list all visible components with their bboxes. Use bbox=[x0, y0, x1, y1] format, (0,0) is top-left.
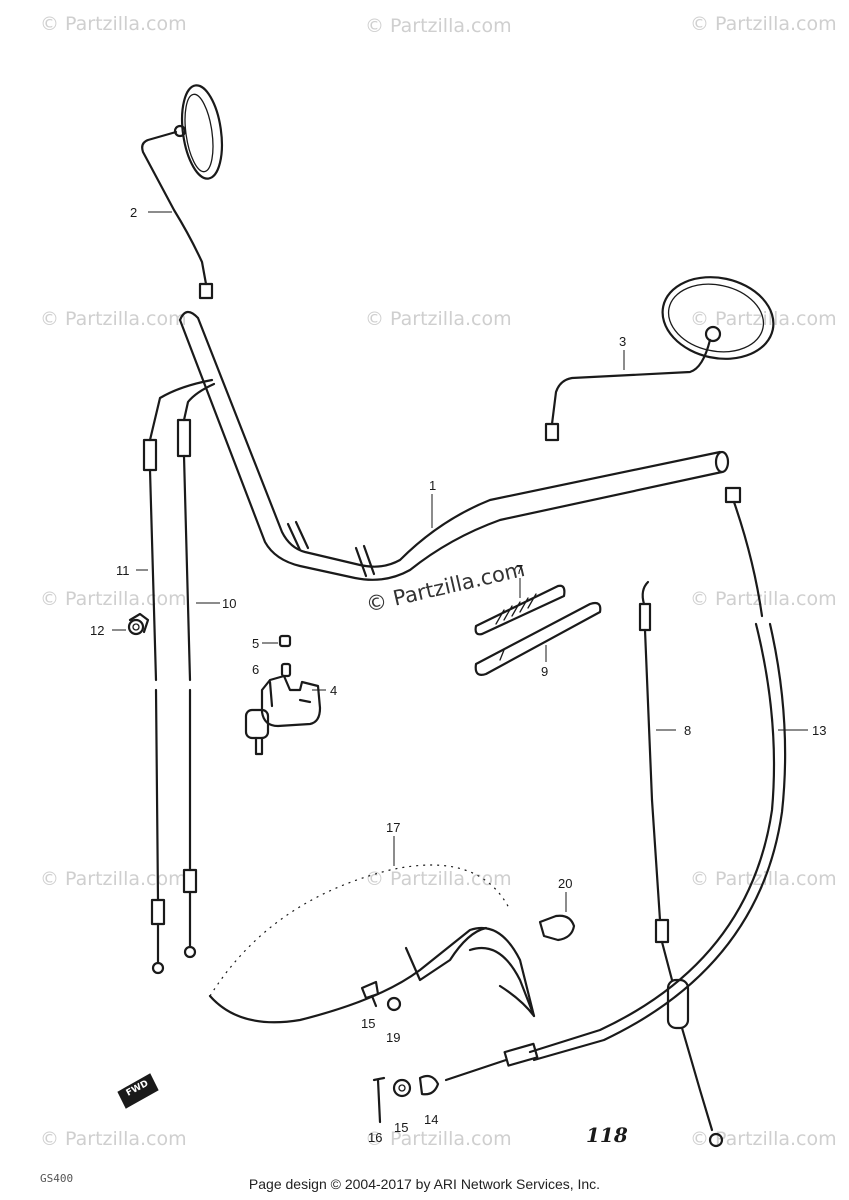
copyright-footer: Page design © 2004-2017 by ARI Network S… bbox=[248, 1176, 601, 1192]
handlebar bbox=[178, 310, 730, 581]
watermark-center: © Partzilla.com bbox=[364, 557, 527, 617]
callout-3: 3 bbox=[619, 334, 626, 349]
leader-lines bbox=[112, 211, 808, 912]
switch-assembly bbox=[244, 634, 322, 756]
cable-guide-20 bbox=[538, 914, 576, 942]
callout-5: 5 bbox=[252, 636, 259, 651]
watermark: © Partzilla.com bbox=[40, 308, 187, 330]
callout-17: 17 bbox=[386, 820, 400, 835]
watermark: © Partzilla.com bbox=[365, 868, 512, 890]
watermark: © Partzilla.com bbox=[365, 15, 512, 37]
watermark: © Partzilla.com bbox=[365, 1128, 512, 1150]
callout-13: 13 bbox=[812, 723, 826, 738]
cable-13 bbox=[444, 486, 787, 1082]
diagram-code: GS400 bbox=[40, 1172, 73, 1185]
watermark: © Partzilla.com bbox=[365, 308, 512, 330]
callout-8: 8 bbox=[684, 723, 691, 738]
washer-19 bbox=[386, 996, 402, 1012]
callout-labels: 2 3 1 7 9 11 10 12 5 6 4 8 13 17 20 15 1… bbox=[90, 205, 826, 1145]
cable-clamp bbox=[127, 612, 150, 636]
callout-11: 11 bbox=[116, 563, 130, 578]
callout-16: 16 bbox=[368, 1130, 382, 1145]
left-mirror bbox=[141, 84, 224, 300]
callout-15-lower: 15 bbox=[394, 1120, 408, 1135]
bolt-16 bbox=[372, 1076, 386, 1124]
callout-1: 1 bbox=[429, 478, 436, 493]
fwd-arrow: FWD bbox=[117, 1073, 159, 1109]
strap-7 bbox=[474, 584, 566, 636]
callout-19: 19 bbox=[386, 1030, 400, 1045]
watermark: © Partzilla.com bbox=[40, 13, 187, 35]
watermark: © Partzilla.com bbox=[690, 588, 837, 610]
watermark: © Partzilla.com bbox=[690, 1128, 837, 1150]
grommet-14 bbox=[418, 1074, 440, 1096]
callout-10: 10 bbox=[222, 596, 236, 611]
callout-14: 14 bbox=[424, 1112, 438, 1127]
callout-2: 2 bbox=[130, 205, 137, 220]
watermark: © Partzilla.com bbox=[40, 1128, 187, 1150]
page-number: 118 bbox=[586, 1123, 628, 1147]
callout-9: 9 bbox=[541, 664, 548, 679]
callout-15: 15 bbox=[361, 1016, 375, 1031]
watermark: © Partzilla.com bbox=[40, 868, 187, 890]
callout-12: 12 bbox=[90, 623, 104, 638]
cable-8 bbox=[638, 580, 724, 1148]
strap-9 bbox=[474, 601, 602, 676]
cable-10 bbox=[176, 382, 216, 959]
callout-7: 7 bbox=[516, 562, 523, 577]
callout-20: 20 bbox=[558, 876, 572, 891]
washer-15 bbox=[392, 1078, 412, 1098]
watermark: © Partzilla.com bbox=[690, 868, 837, 890]
callout-6: 6 bbox=[252, 662, 259, 677]
callout-4: 4 bbox=[330, 683, 337, 698]
cable-11 bbox=[142, 378, 214, 975]
watermark: © Partzilla.com bbox=[690, 13, 837, 35]
watermark: © Partzilla.com bbox=[40, 588, 187, 610]
bolt-15 bbox=[360, 980, 380, 1008]
right-mirror bbox=[544, 276, 775, 442]
